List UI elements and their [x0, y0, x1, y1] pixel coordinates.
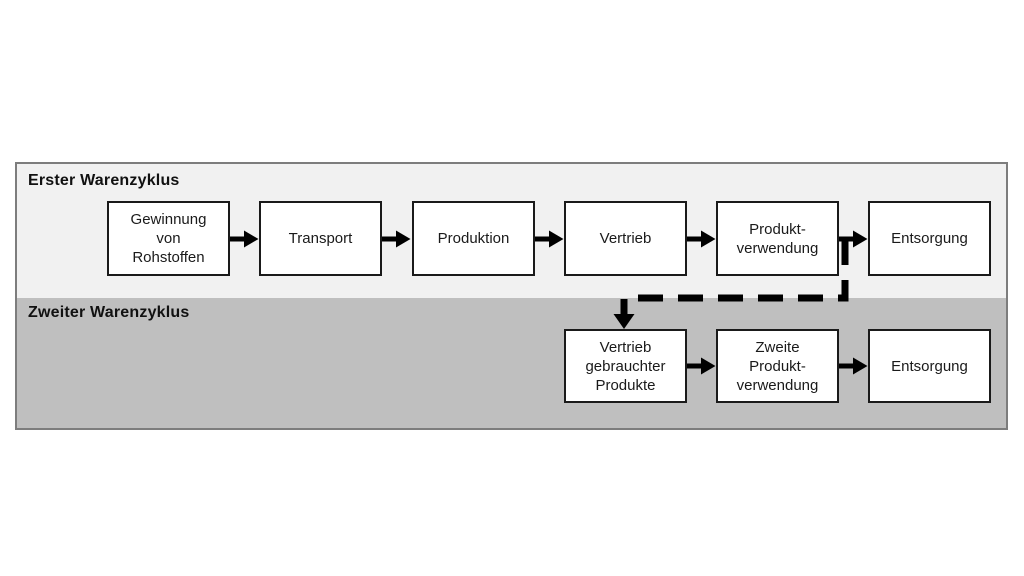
process-box-label: Produkt- verwendung: [736, 220, 819, 257]
process-box-gewinnung: Gewinnung von Rohstoffen: [107, 201, 230, 276]
flow-arrow-icon: [839, 230, 868, 248]
diagram-panel: Erster Warenzyklus Zweiter Warenzyklus G…: [15, 162, 1008, 430]
process-box-label: Produktion: [437, 230, 510, 247]
process-box-label: Transport: [288, 230, 353, 247]
flow-arrow-icon: [839, 357, 868, 375]
process-box-entsorgung-2: Entsorgung: [868, 329, 991, 403]
process-box-vertrieb: Vertrieb: [564, 201, 687, 276]
cycle2-title: Zweiter Warenzyklus: [28, 304, 190, 321]
process-box-label: Vertrieb: [599, 230, 652, 247]
flow-arrow-icon: [382, 230, 411, 248]
process-box-vertrieb-gebraucht: Vertrieb gebrauchter Produkte: [564, 329, 687, 403]
process-box-label: Gewinnung von Rohstoffen: [130, 211, 207, 266]
process-box-zweite-verwendung: Zweite Produkt- verwendung: [716, 329, 839, 403]
process-box-label: Zweite Produkt- verwendung: [736, 338, 819, 394]
flow-arrow-icon: [535, 230, 564, 248]
process-box-produktverwendung: Produkt- verwendung: [716, 201, 839, 276]
process-box-produktion: Produktion: [412, 201, 535, 276]
cycle2-section: [17, 298, 1006, 428]
process-box-label: Entsorgung: [891, 357, 968, 375]
process-box-label: Entsorgung: [891, 230, 968, 247]
flow-arrow-icon: [230, 230, 259, 248]
cycle1-title: Erster Warenzyklus: [28, 172, 180, 189]
flow-arrow-icon: [687, 357, 716, 375]
process-box-entsorgung-1: Entsorgung: [868, 201, 991, 276]
process-box-transport: Transport: [259, 201, 382, 276]
flow-arrow-icon: [687, 230, 716, 248]
process-box-label: Vertrieb gebrauchter Produkte: [585, 338, 666, 394]
